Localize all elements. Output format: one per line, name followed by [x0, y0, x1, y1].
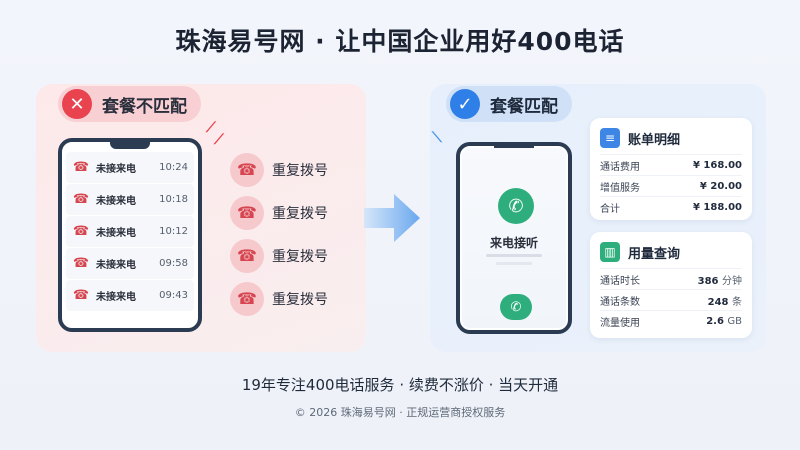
- list-item: ☎ 未接来电 10:18: [66, 184, 194, 215]
- list-item: ☎ 重复拨号: [230, 234, 328, 277]
- list-item: ☎ 重复拨号: [230, 277, 328, 320]
- call-time: 09:58: [159, 258, 188, 269]
- call-label: 未接来电: [96, 196, 136, 207]
- placeholder-line: [496, 262, 532, 265]
- redial-label: 重复拨号: [272, 205, 328, 222]
- missed-call-icon: ☎: [230, 152, 264, 187]
- list-item: ☎ 重复拨号: [230, 148, 328, 191]
- redial-label: 重复拨号: [272, 248, 328, 265]
- footer: © 2026 珠海易号网 · 正规运营商授权服务: [294, 406, 506, 419]
- bill-card: ≡ 账单明细 通话费用 ¥ 168.00 增值服务 ¥ 20.00 合计 ¥ 1…: [590, 118, 752, 220]
- call-time: 10:12: [159, 226, 188, 237]
- row-key: 合计: [600, 203, 620, 215]
- check-icon: ✓: [450, 89, 480, 119]
- row-number: 386: [697, 275, 719, 287]
- document-icon: ≡: [600, 128, 620, 148]
- bar-chart-icon: ▥: [600, 242, 620, 262]
- phone-icon: ✆: [498, 188, 534, 224]
- row-value: ¥ 20.00: [699, 180, 742, 192]
- row-value: 2.6 GB: [706, 316, 742, 327]
- answer-button[interactable]: ✆: [500, 294, 532, 320]
- table-row: 通话时长 386 分钟: [600, 268, 742, 289]
- row-value: 386 分钟: [698, 272, 742, 287]
- missed-call-icon: ☎: [230, 238, 264, 273]
- match-badge: ✓ 套餐匹配: [446, 86, 572, 122]
- call-time: 10:24: [159, 162, 188, 173]
- redial-label: 重复拨号: [272, 291, 328, 308]
- list-item: ☎ 未接来电 10:12: [66, 216, 194, 247]
- missed-call-list: ☎ 未接来电 10:24 ☎ 未接来电 10:18 ☎ 未接来电 10:12 ☎…: [66, 152, 194, 312]
- phone-missed-calls: ☎ 未接来电 10:24 ☎ 未接来电 10:18 ☎ 未接来电 10:12 ☎…: [58, 138, 202, 332]
- arrow-right-icon: [364, 194, 420, 242]
- page-title: 珠海易号网 · 让中国企业用好400电话: [175, 27, 625, 56]
- missed-call-icon: ☎: [72, 288, 90, 303]
- missed-call-icon: ☎: [72, 160, 90, 175]
- usage-title: 用量查询: [628, 246, 681, 262]
- row-key: 通话费用: [600, 161, 640, 173]
- row-value: 248 条: [708, 293, 742, 308]
- row-key: 通话条数: [600, 296, 640, 308]
- missed-call-icon: ☎: [72, 224, 90, 239]
- vibration-icon: ⟋: [214, 132, 224, 148]
- row-key: 通话时长: [600, 275, 640, 287]
- phone-screen: ✆ 来电接听 ✆: [462, 148, 566, 328]
- row-key: 流量使用: [600, 317, 640, 329]
- phone-answer: ✆ 来电接听 ✆: [456, 142, 572, 334]
- phone-notch: [110, 141, 150, 149]
- row-key: 增值服务: [600, 182, 640, 194]
- missed-call-icon: ☎: [72, 256, 90, 271]
- redial-label: 重复拨号: [272, 162, 328, 179]
- row-number: 248: [707, 296, 729, 308]
- table-row: 流量使用 2.6 GB: [600, 310, 742, 331]
- list-item: ☎ 未接来电 10:24: [66, 152, 194, 183]
- bill-title: 账单明细: [628, 132, 681, 148]
- row-number: 2.6: [706, 315, 724, 327]
- row-unit: 条: [732, 296, 742, 308]
- row-unit: 分钟: [722, 275, 742, 287]
- vibration-icon: ⟋: [206, 120, 216, 136]
- usage-card: ▥ 用量查询 通话时长 386 分钟 通话条数 248 条 流量使用 2.6 G…: [590, 232, 752, 338]
- answer-label: 来电接听: [489, 236, 538, 250]
- placeholder-line: [486, 254, 542, 257]
- table-row: 合计 ¥ 188.00: [600, 196, 742, 217]
- call-label: 未接来电: [96, 228, 136, 239]
- vibration-icon: ⟍: [432, 130, 442, 146]
- list-item: ☎ 重复拨号: [230, 191, 328, 234]
- list-item: ☎ 未接来电 09:43: [66, 280, 194, 311]
- mismatch-badge-label: 套餐不匹配: [102, 96, 187, 117]
- row-value: ¥ 168.00: [692, 159, 742, 171]
- row-value: ¥ 188.00: [692, 201, 742, 213]
- close-icon: ✕: [62, 89, 92, 119]
- row-unit: GB: [727, 315, 742, 327]
- tagline: 19年专注400电话服务 · 续费不涨价 · 当天开通: [241, 376, 559, 394]
- redial-list: ☎ 重复拨号 ☎ 重复拨号 ☎ 重复拨号 ☎ 重复拨号: [230, 148, 328, 320]
- call-label: 未接来电: [96, 292, 136, 303]
- missed-call-icon: ☎: [230, 195, 264, 230]
- call-time: 09:43: [159, 290, 188, 301]
- missed-call-icon: ☎: [72, 192, 90, 207]
- missed-call-icon: ☎: [230, 281, 264, 316]
- table-row: 通话条数 248 条: [600, 289, 742, 310]
- match-badge-label: 套餐匹配: [490, 96, 558, 117]
- mismatch-badge: ✕ 套餐不匹配: [58, 86, 201, 122]
- table-row: 通话费用 ¥ 168.00: [600, 154, 742, 175]
- list-item: ☎ 未接来电 09:58: [66, 248, 194, 279]
- table-row: 增值服务 ¥ 20.00: [600, 175, 742, 196]
- call-time: 10:18: [159, 194, 188, 205]
- call-label: 未接来电: [96, 260, 136, 271]
- call-label: 未接来电: [96, 164, 136, 175]
